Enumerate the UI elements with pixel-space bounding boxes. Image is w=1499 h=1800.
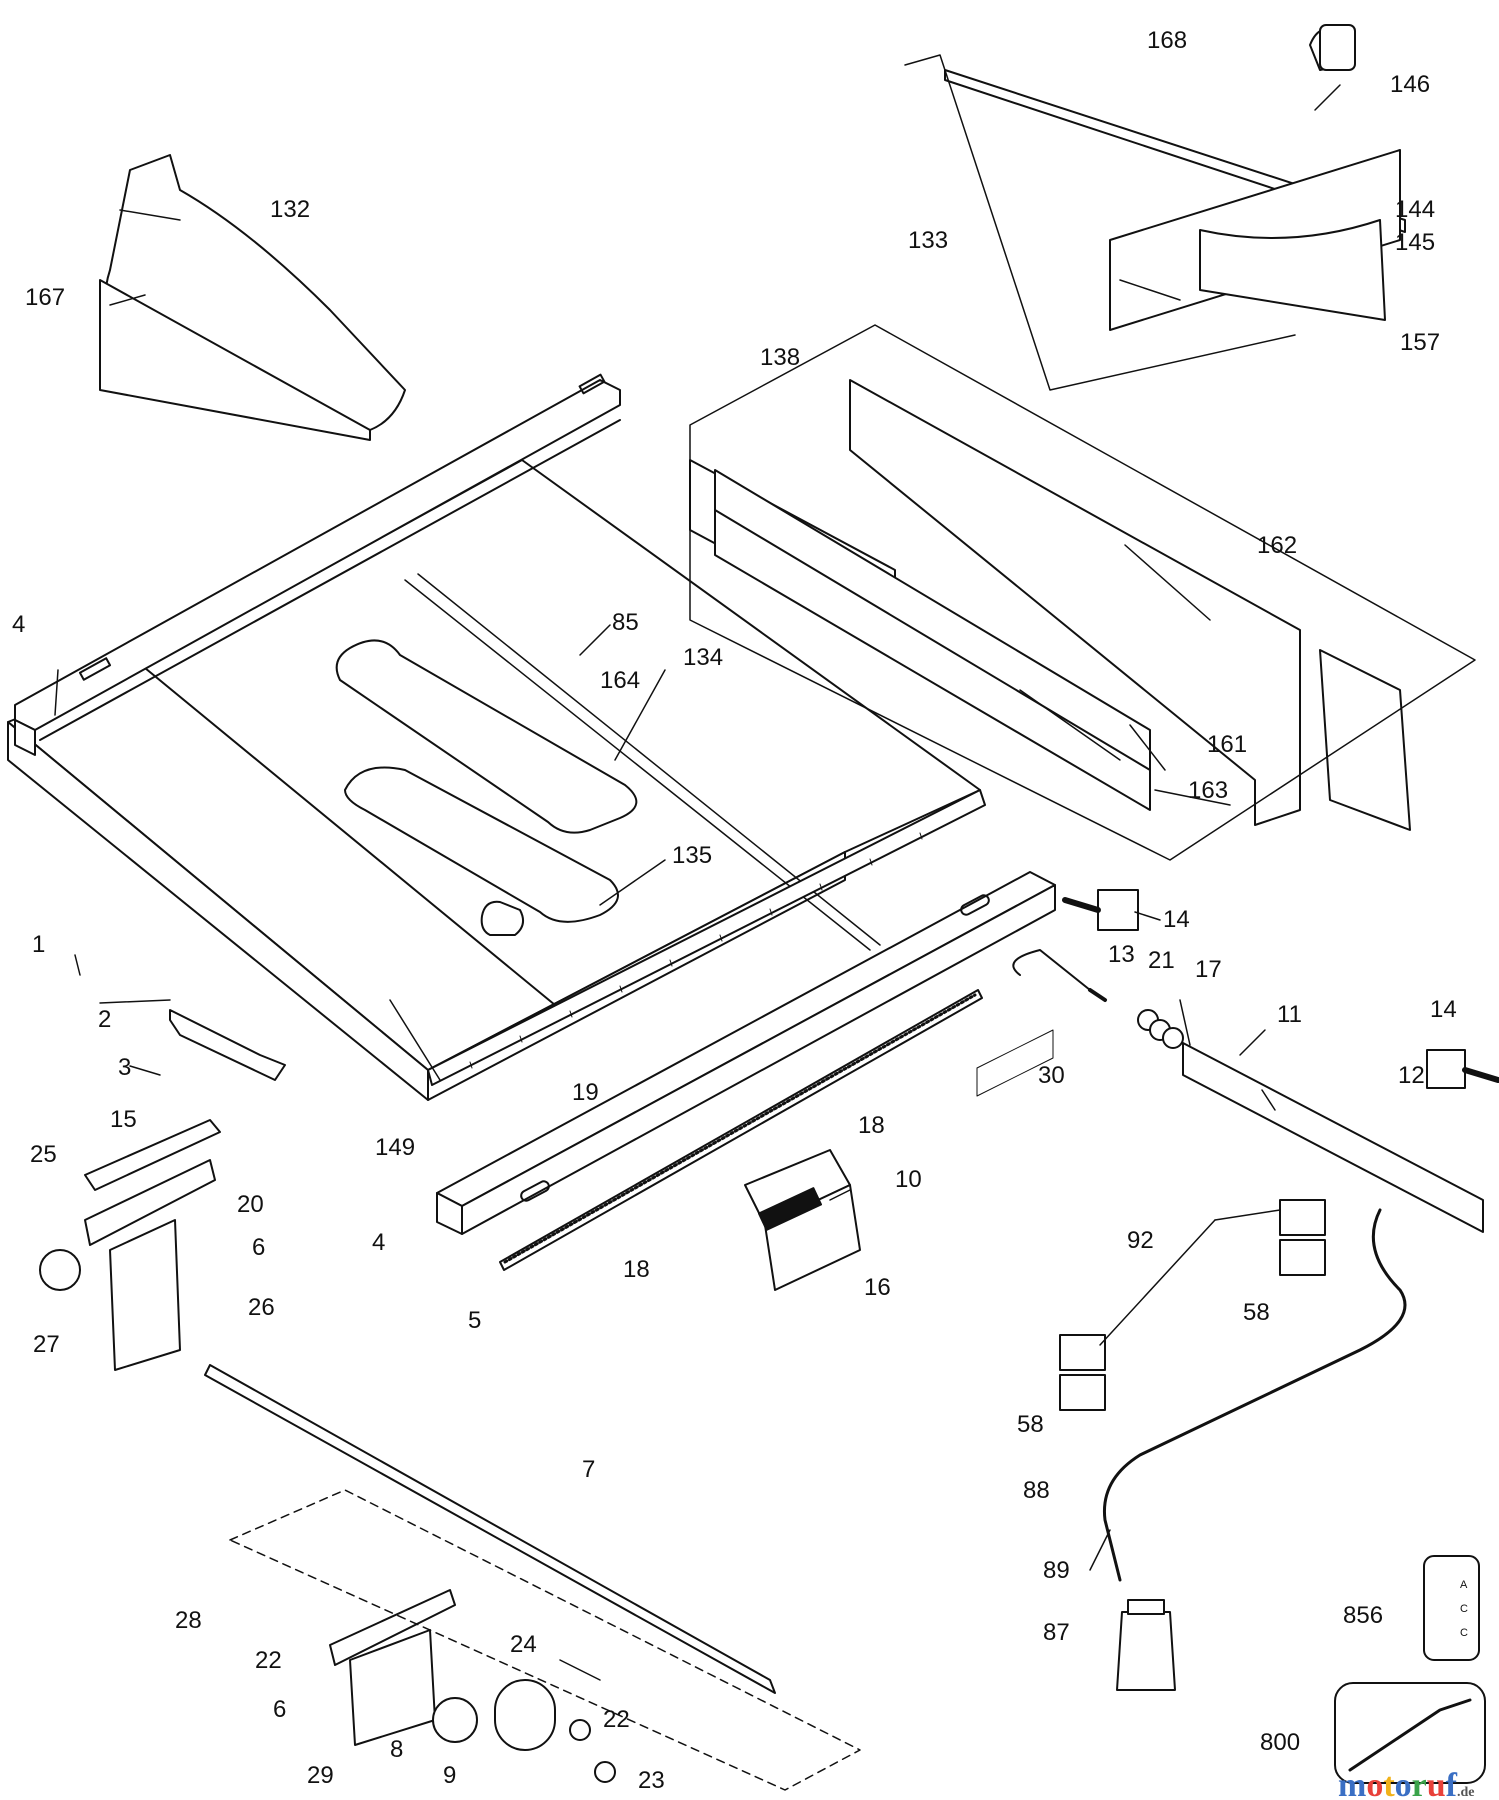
miter-gauge bbox=[944, 24, 1406, 331]
wm-letter-4: r bbox=[1412, 1767, 1427, 1800]
label-6-lower: 6 bbox=[273, 1696, 286, 1723]
selector-letter-c2: C bbox=[1460, 1627, 1468, 1639]
bracket-6-upper bbox=[39, 1159, 216, 1371]
label-29: 29 bbox=[307, 1762, 334, 1789]
label-92: 92 bbox=[1127, 1227, 1154, 1254]
rail-lower bbox=[436, 871, 1056, 1235]
label-167: 167 bbox=[25, 284, 65, 311]
label-9: 9 bbox=[443, 1762, 456, 1789]
label-5: 5 bbox=[468, 1307, 481, 1334]
label-13: 13 bbox=[1108, 941, 1135, 968]
wm-letter-6: f bbox=[1446, 1767, 1458, 1800]
cable-88 bbox=[1102, 1208, 1407, 1582]
label-1: 1 bbox=[32, 931, 45, 958]
label-145: 145 bbox=[1395, 229, 1435, 256]
gear-rack bbox=[499, 989, 983, 1271]
label-15: 15 bbox=[110, 1106, 137, 1133]
blade-guard bbox=[99, 154, 406, 441]
label-11: 11 bbox=[1277, 1001, 1302, 1028]
label-2: 2 bbox=[98, 1006, 111, 1033]
label-133: 133 bbox=[908, 227, 948, 254]
part-labels: 1 2 3 4 4 5 6 6 7 8 9 10 11 12 13 14 14 … bbox=[12, 27, 1457, 1794]
selector-letter-a: A bbox=[1460, 1579, 1468, 1591]
label-146: 146 bbox=[1390, 71, 1430, 98]
label-20: 20 bbox=[237, 1191, 264, 1218]
label-168: 168 bbox=[1147, 27, 1187, 54]
label-17: 17 bbox=[1195, 956, 1222, 983]
rip-fence bbox=[689, 379, 1411, 831]
label-162: 162 bbox=[1257, 532, 1297, 559]
wm-letter-1: o bbox=[1366, 1767, 1383, 1800]
label-21: 21 bbox=[1148, 947, 1175, 974]
label-28: 28 bbox=[175, 1607, 202, 1634]
accessory-856 bbox=[1423, 1555, 1480, 1661]
wm-letter-0: m bbox=[1338, 1767, 1366, 1800]
bracket-10 bbox=[744, 1149, 861, 1291]
label-58-upper: 58 bbox=[1243, 1299, 1270, 1326]
label-23: 23 bbox=[638, 1767, 665, 1794]
label-24: 24 bbox=[510, 1631, 537, 1658]
label-8: 8 bbox=[390, 1736, 403, 1763]
label-10: 10 bbox=[895, 1166, 922, 1193]
label-132: 132 bbox=[270, 196, 310, 223]
wm-letter-5: u bbox=[1427, 1767, 1446, 1800]
watermark-suffix: .de bbox=[1457, 1785, 1475, 1800]
clamp-blocks-92 bbox=[1059, 1199, 1326, 1411]
label-88: 88 bbox=[1023, 1477, 1050, 1504]
bracket-6-lower bbox=[329, 1589, 616, 1783]
label-161: 161 bbox=[1207, 731, 1247, 758]
label-856: 856 bbox=[1343, 1602, 1383, 1629]
label-134: 134 bbox=[683, 644, 723, 671]
shaft-7 bbox=[204, 1364, 776, 1694]
label-18-lower: 18 bbox=[623, 1256, 650, 1283]
label-149: 149 bbox=[375, 1134, 415, 1161]
label-144: 144 bbox=[1395, 196, 1435, 223]
label-22-right: 22 bbox=[603, 1706, 630, 1733]
plate-15 bbox=[84, 1119, 221, 1191]
label-22-lower: 22 bbox=[255, 1647, 282, 1674]
label-163: 163 bbox=[1188, 777, 1228, 804]
label-26: 26 bbox=[248, 1294, 275, 1321]
container-87 bbox=[1116, 1599, 1176, 1691]
label-25: 25 bbox=[30, 1141, 57, 1168]
label-14-upper: 14 bbox=[1163, 906, 1190, 933]
label-89: 89 bbox=[1043, 1557, 1070, 1584]
label-6-upper: 6 bbox=[252, 1234, 265, 1261]
label-19-upper: 19 bbox=[572, 1079, 599, 1106]
label-164: 164 bbox=[600, 667, 640, 694]
wm-letter-3: o bbox=[1395, 1767, 1412, 1800]
block-14-upper bbox=[1097, 889, 1139, 931]
label-135: 135 bbox=[672, 842, 712, 869]
label-800: 800 bbox=[1260, 1729, 1300, 1756]
label-18-upper: 18 bbox=[858, 1112, 885, 1139]
wm-letter-2: t bbox=[1383, 1767, 1395, 1800]
rail-upper bbox=[14, 373, 621, 756]
rod-11 bbox=[1182, 1042, 1484, 1233]
label-58-lower: 58 bbox=[1017, 1411, 1044, 1438]
label-157: 157 bbox=[1400, 329, 1440, 356]
label-16: 16 bbox=[864, 1274, 891, 1301]
accessory-856-letters: A C C bbox=[1460, 1579, 1468, 1639]
label-4-lower: 4 bbox=[372, 1229, 385, 1256]
selector-letter-c1: C bbox=[1460, 1603, 1468, 1615]
label-12: 12 bbox=[1398, 1062, 1425, 1089]
label-30: 30 bbox=[1038, 1062, 1065, 1089]
mount-bracket-2 bbox=[169, 1009, 286, 1081]
label-87: 87 bbox=[1043, 1619, 1070, 1646]
label-14-right: 14 bbox=[1430, 996, 1457, 1023]
block-14-right bbox=[1426, 1049, 1466, 1089]
watermark-brand: motoruf.de bbox=[1338, 1767, 1475, 1800]
label-3: 3 bbox=[118, 1054, 131, 1081]
label-138: 138 bbox=[760, 344, 800, 371]
table-top bbox=[7, 459, 986, 1101]
label-85: 85 bbox=[612, 609, 639, 636]
lock-rod-13 bbox=[1012, 949, 1107, 1002]
label-7: 7 bbox=[582, 1456, 595, 1483]
label-27: 27 bbox=[33, 1331, 60, 1358]
label-4-upper: 4 bbox=[12, 611, 25, 638]
